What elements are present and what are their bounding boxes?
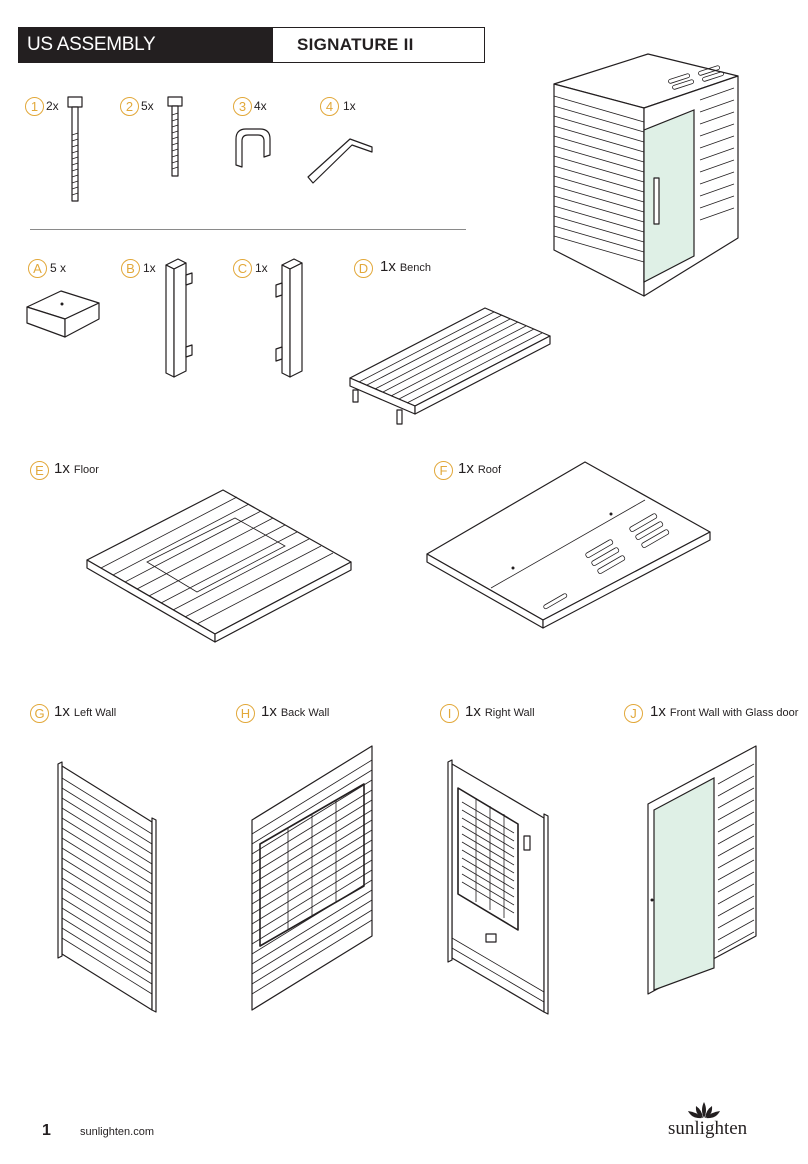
handle-bracket-illustration — [235, 128, 271, 168]
back-wall-illustration — [251, 745, 373, 1011]
part-b-badge: B — [121, 259, 140, 278]
model-name: SIGNATURE II — [297, 35, 414, 54]
section-divider — [30, 229, 466, 230]
hardware-3-badge: 3 — [233, 97, 252, 116]
part-f-badge: F — [434, 461, 453, 480]
hardware-2-qty: 5x — [141, 99, 154, 113]
short-bolt-illustration — [167, 96, 183, 177]
right-wall-illustration — [447, 759, 549, 1015]
part-a-qty: 5 x — [50, 261, 67, 275]
part-j-badge: J — [624, 704, 643, 723]
floor-illustration — [86, 489, 352, 643]
part-h-badge: H — [236, 704, 255, 723]
door-handle-b-illustration — [165, 258, 193, 378]
foot-block-illustration — [26, 290, 100, 338]
part-a-badge: A — [28, 259, 47, 278]
part-c-qty: 1x — [255, 261, 268, 275]
door-handle-c-illustration — [275, 258, 303, 378]
footer-url[interactable]: sunlighten.com — [80, 1126, 154, 1138]
hardware-1-qty: 2x — [46, 99, 59, 113]
page-number: 1 — [42, 1122, 51, 1139]
part-c-badge: C — [233, 259, 252, 278]
document-header: US ASSEMBLY INSTRUCTIONS SIGNATURE II — [18, 27, 485, 89]
part-b-qty: 1x — [143, 261, 156, 275]
hardware-4-badge: 4 — [320, 97, 339, 116]
hardware-3-qty: 4x — [254, 99, 267, 113]
bench-illustration — [349, 307, 551, 425]
assembled-sauna-illustration — [553, 53, 739, 297]
hardware-2-badge: 2 — [120, 97, 139, 116]
roof-illustration — [426, 461, 711, 629]
part-g-badge: G — [30, 704, 49, 723]
brand-wordmark: sunlighten — [668, 1118, 748, 1139]
part-i-badge: I — [440, 704, 459, 723]
document-title: US ASSEMBLY INSTRUCTIONS — [19, 28, 273, 89]
allen-key-illustration — [307, 138, 373, 184]
hardware-1-badge: 1 — [25, 97, 44, 116]
part-d-badge: D — [354, 259, 373, 278]
front-wall-illustration — [647, 745, 757, 995]
lotus-logo-icon — [688, 1102, 720, 1119]
left-wall-illustration — [57, 761, 157, 1013]
part-e-badge: E — [30, 461, 49, 480]
hardware-4-qty: 1x — [343, 99, 356, 113]
long-bolt-illustration — [67, 96, 83, 202]
